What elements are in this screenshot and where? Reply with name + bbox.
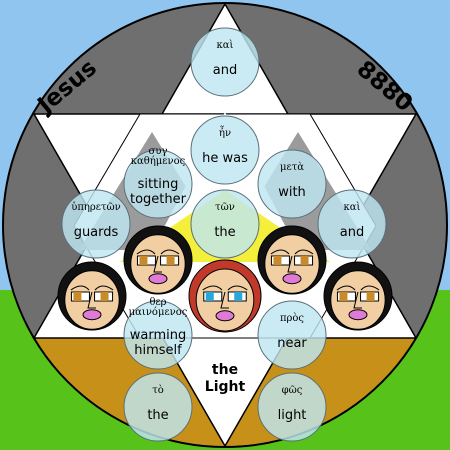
- right-iris: [300, 256, 309, 265]
- left-brow: [70, 285, 90, 291]
- center-caption-line2: Light: [205, 379, 246, 395]
- greek-word: μαινόμενος: [129, 307, 188, 318]
- english-word: warming: [130, 328, 186, 343]
- bubble-circle: [123, 149, 193, 219]
- right-brow: [160, 249, 180, 255]
- bubble-circle: [190, 115, 260, 185]
- left-iris: [205, 292, 214, 301]
- english-word: and: [340, 225, 364, 240]
- english-word: himself: [134, 343, 182, 358]
- greek-word: καὶ: [217, 40, 234, 51]
- word-en-he-was: ἦν he was: [190, 115, 260, 185]
- greek-word: καὶ: [344, 202, 361, 213]
- left-brow: [336, 285, 356, 291]
- faces-row: [57, 225, 393, 333]
- english-word: and: [213, 63, 237, 78]
- english-word: he was: [202, 151, 248, 166]
- left-brow: [270, 249, 290, 255]
- greek-word: μετὰ: [280, 162, 304, 173]
- english-word: with: [278, 185, 306, 200]
- english-word: guards: [74, 225, 119, 240]
- lips: [82, 309, 102, 321]
- lips: [148, 273, 168, 285]
- right-brow: [94, 285, 114, 291]
- bubble-circle: [257, 149, 327, 219]
- face-left-far: [57, 261, 127, 331]
- right-brow: [360, 285, 380, 291]
- right-brow: [294, 249, 314, 255]
- face-jesus: [188, 259, 262, 333]
- left-iris: [139, 256, 148, 265]
- word-meta-with: μετὰ with: [257, 149, 327, 219]
- bubble-circle: [61, 189, 131, 259]
- lips: [348, 309, 368, 321]
- right-iris: [366, 292, 375, 301]
- lips: [215, 310, 235, 322]
- word-kai-and-right: καὶ and: [317, 189, 387, 259]
- left-iris: [339, 292, 348, 301]
- greek-word: ὑπηρετῶν: [71, 202, 120, 213]
- left-brow: [202, 285, 223, 291]
- greek-word: τῶν: [215, 202, 235, 213]
- bubble-circle: [123, 300, 193, 370]
- face-left-near: [123, 225, 193, 295]
- bubble-circle: [257, 300, 327, 370]
- english-word: sitting: [138, 177, 179, 192]
- nose: [287, 255, 296, 273]
- face-skin: [195, 268, 255, 332]
- bubble-circle: [190, 189, 260, 259]
- nose: [220, 291, 229, 309]
- right-iris: [234, 292, 243, 301]
- center-caption-line1: the: [212, 362, 238, 378]
- greek-word: καθήμενος: [131, 156, 186, 167]
- right-iris: [100, 292, 109, 301]
- left-iris: [273, 256, 282, 265]
- lips: [282, 273, 302, 285]
- bubble-circle: [190, 27, 260, 97]
- bubble-circle: [257, 372, 327, 442]
- greek-word: πρὸς: [280, 313, 304, 324]
- word-to-the: τὸ the: [123, 372, 193, 442]
- left-iris: [73, 292, 82, 301]
- greek-word: θερ: [149, 297, 166, 308]
- greek-word: συγ: [149, 146, 168, 157]
- word-hyperetwn-guards: ὑπηρετῶν guards: [61, 189, 131, 259]
- bubble-circle: [123, 372, 193, 442]
- bubble-circle: [317, 189, 387, 259]
- right-iris: [166, 256, 175, 265]
- right-brow: [227, 285, 248, 291]
- greek-word: τὸ: [152, 385, 164, 396]
- nose: [87, 291, 96, 309]
- left-brow: [136, 249, 156, 255]
- face-skin: [264, 234, 320, 294]
- face-skin: [130, 234, 186, 294]
- greek-word: φῶς: [282, 385, 303, 396]
- english-word: the: [147, 408, 168, 423]
- english-word: light: [278, 408, 307, 423]
- face-right-near: [257, 225, 327, 295]
- nose: [353, 291, 362, 309]
- nose: [153, 255, 162, 273]
- word-phws-light: φῶς light: [257, 372, 327, 442]
- word-pros-near: πρὸς near: [257, 300, 327, 370]
- greek-word: ἦν: [219, 127, 231, 139]
- english-word: the: [214, 225, 235, 240]
- face-skin: [330, 270, 386, 330]
- english-word: together: [130, 192, 187, 207]
- word-twn-the: τῶν the: [190, 189, 260, 259]
- word-kai-and-top: καὶ and: [190, 27, 260, 97]
- face-skin: [64, 270, 120, 330]
- english-word: near: [277, 336, 307, 351]
- face-right-far: [323, 261, 393, 331]
